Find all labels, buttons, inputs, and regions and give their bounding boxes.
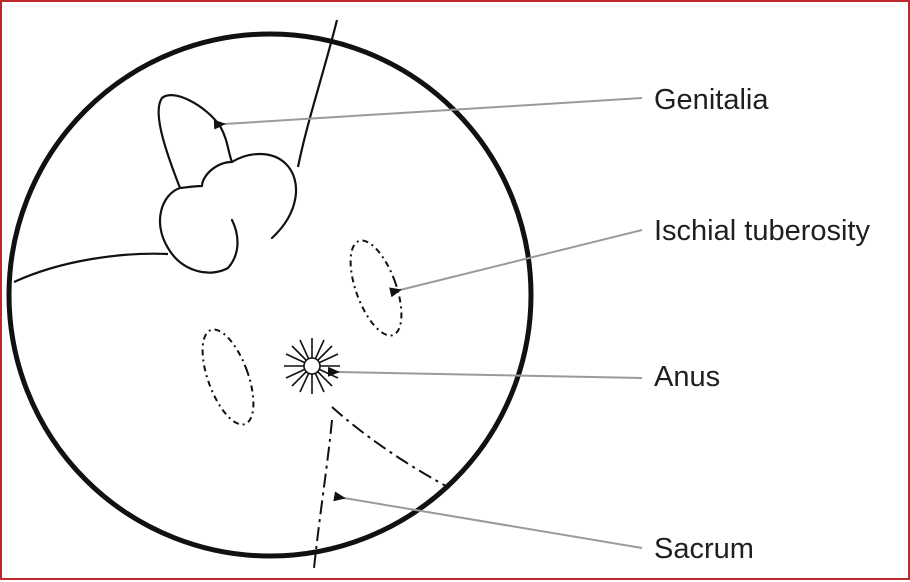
pointer-ischial [400,230,642,290]
view-circle [9,34,531,556]
pointer-sacrum [344,498,642,548]
sacrum-outline [314,407,446,568]
anus-starburst [284,338,340,394]
ischial-tuberosity-left [192,323,264,431]
pointer-genitalia [224,98,642,124]
pointer-anus [338,372,642,378]
thigh-contour-left [14,254,168,282]
label-sacrum: Sacrum [654,535,754,564]
label-genitalia: Genitalia [654,86,768,115]
thigh-contour-right [298,20,337,167]
label-ischial-tuberosity: Ischial tuberosity [654,217,870,246]
ischial-tuberosity-right [340,234,412,342]
label-anus: Anus [654,363,720,392]
